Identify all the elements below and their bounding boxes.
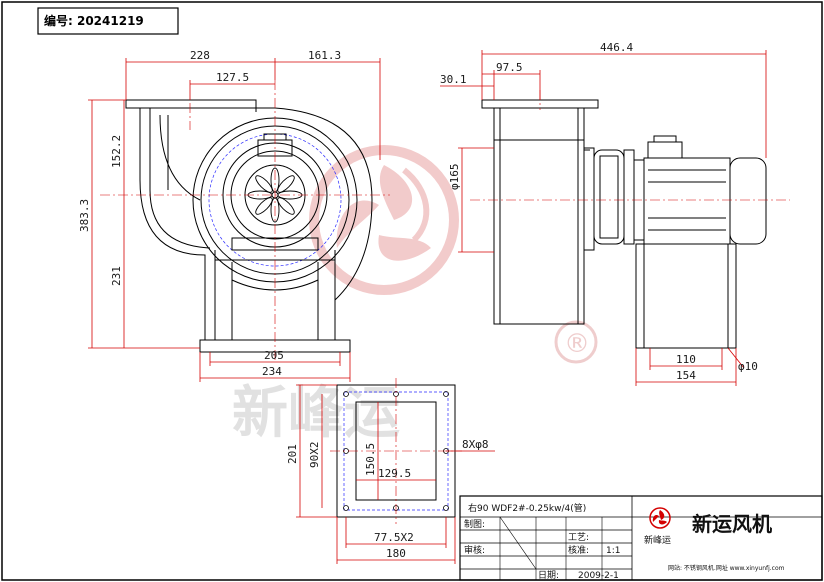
dim-flange-outer-w: 180 bbox=[386, 547, 406, 560]
label-craft: 工艺: bbox=[568, 532, 589, 543]
watermark-logo-icon bbox=[309, 145, 459, 295]
model-text: 右90 WDF2#-0.25kw/4(管) bbox=[468, 502, 586, 514]
registered-mark: ® bbox=[564, 329, 590, 359]
front-dims: 228 161.3 127.5 383.3 152.2 231 205 234 bbox=[78, 49, 381, 382]
date-value: 2009-2-1 bbox=[578, 571, 619, 581]
dim-top-inner: 127.5 bbox=[216, 71, 249, 84]
dim-left-upper: 152.2 bbox=[110, 135, 123, 168]
dim-flange-inner-w: 129.5 bbox=[378, 467, 411, 480]
company-logo-icon bbox=[649, 507, 671, 529]
dim-base-hole: φ10 bbox=[738, 360, 758, 373]
dim-flange-holes: 8Xφ8 bbox=[462, 438, 489, 451]
drawing-number: 编号: 20241219 bbox=[43, 13, 144, 28]
dim-top-total: 228 bbox=[190, 49, 210, 62]
dim-side-offset: 30.1 bbox=[440, 73, 467, 86]
label-review: 审核: bbox=[464, 544, 485, 556]
label-approve: 核准: bbox=[568, 544, 589, 556]
impeller-icon bbox=[247, 167, 303, 223]
dim-flange-pitch-v: 90X2 bbox=[308, 442, 321, 469]
side-dims: 446.4 30.1 97.5 φ165 110 154 φ10 bbox=[440, 41, 767, 386]
label-date: 日期: bbox=[538, 570, 559, 581]
dim-base-outer: 154 bbox=[676, 369, 696, 382]
dim-side-inlet: 97.5 bbox=[496, 61, 523, 74]
dim-left-total: 383.3 bbox=[78, 199, 91, 232]
dim-flange-inner-h: 150.5 bbox=[364, 443, 377, 476]
company-name: 新运风机 bbox=[692, 512, 772, 536]
dim-left-lower: 231 bbox=[110, 266, 123, 286]
scale-value: 1:1 bbox=[606, 546, 620, 556]
logo-caption: 新峰运 bbox=[644, 534, 671, 546]
dim-bottom-inner: 205 bbox=[264, 349, 284, 362]
title-block: 右90 WDF2#-0.25kw/4(管) 制图: 审核: 工艺: 核准: 日期… bbox=[459, 495, 823, 581]
front-view bbox=[100, 80, 390, 360]
dim-side-dia: φ165 bbox=[448, 164, 461, 191]
dim-bottom-outer: 234 bbox=[262, 365, 282, 378]
dim-top-right: 161.3 bbox=[308, 49, 341, 62]
dim-flange-outer-h: 201 bbox=[286, 444, 299, 464]
dim-base-inner: 110 bbox=[676, 353, 696, 366]
footer-site: 网站: 不锈钢风机.网址 www.xinyunfj.com bbox=[668, 564, 785, 572]
dim-flange-pitch-h: 77.5X2 bbox=[374, 531, 414, 544]
header-box: 编号: 20241219 bbox=[37, 7, 179, 35]
flange-dims: 201 90X2 150.5 129.5 8Xφ8 77.5X2 180 bbox=[286, 384, 495, 564]
side-view bbox=[470, 90, 790, 349]
label-draw: 制图: bbox=[464, 518, 485, 530]
dim-side-total: 446.4 bbox=[600, 41, 633, 54]
watermark-text: 新峰运 bbox=[232, 381, 400, 446]
